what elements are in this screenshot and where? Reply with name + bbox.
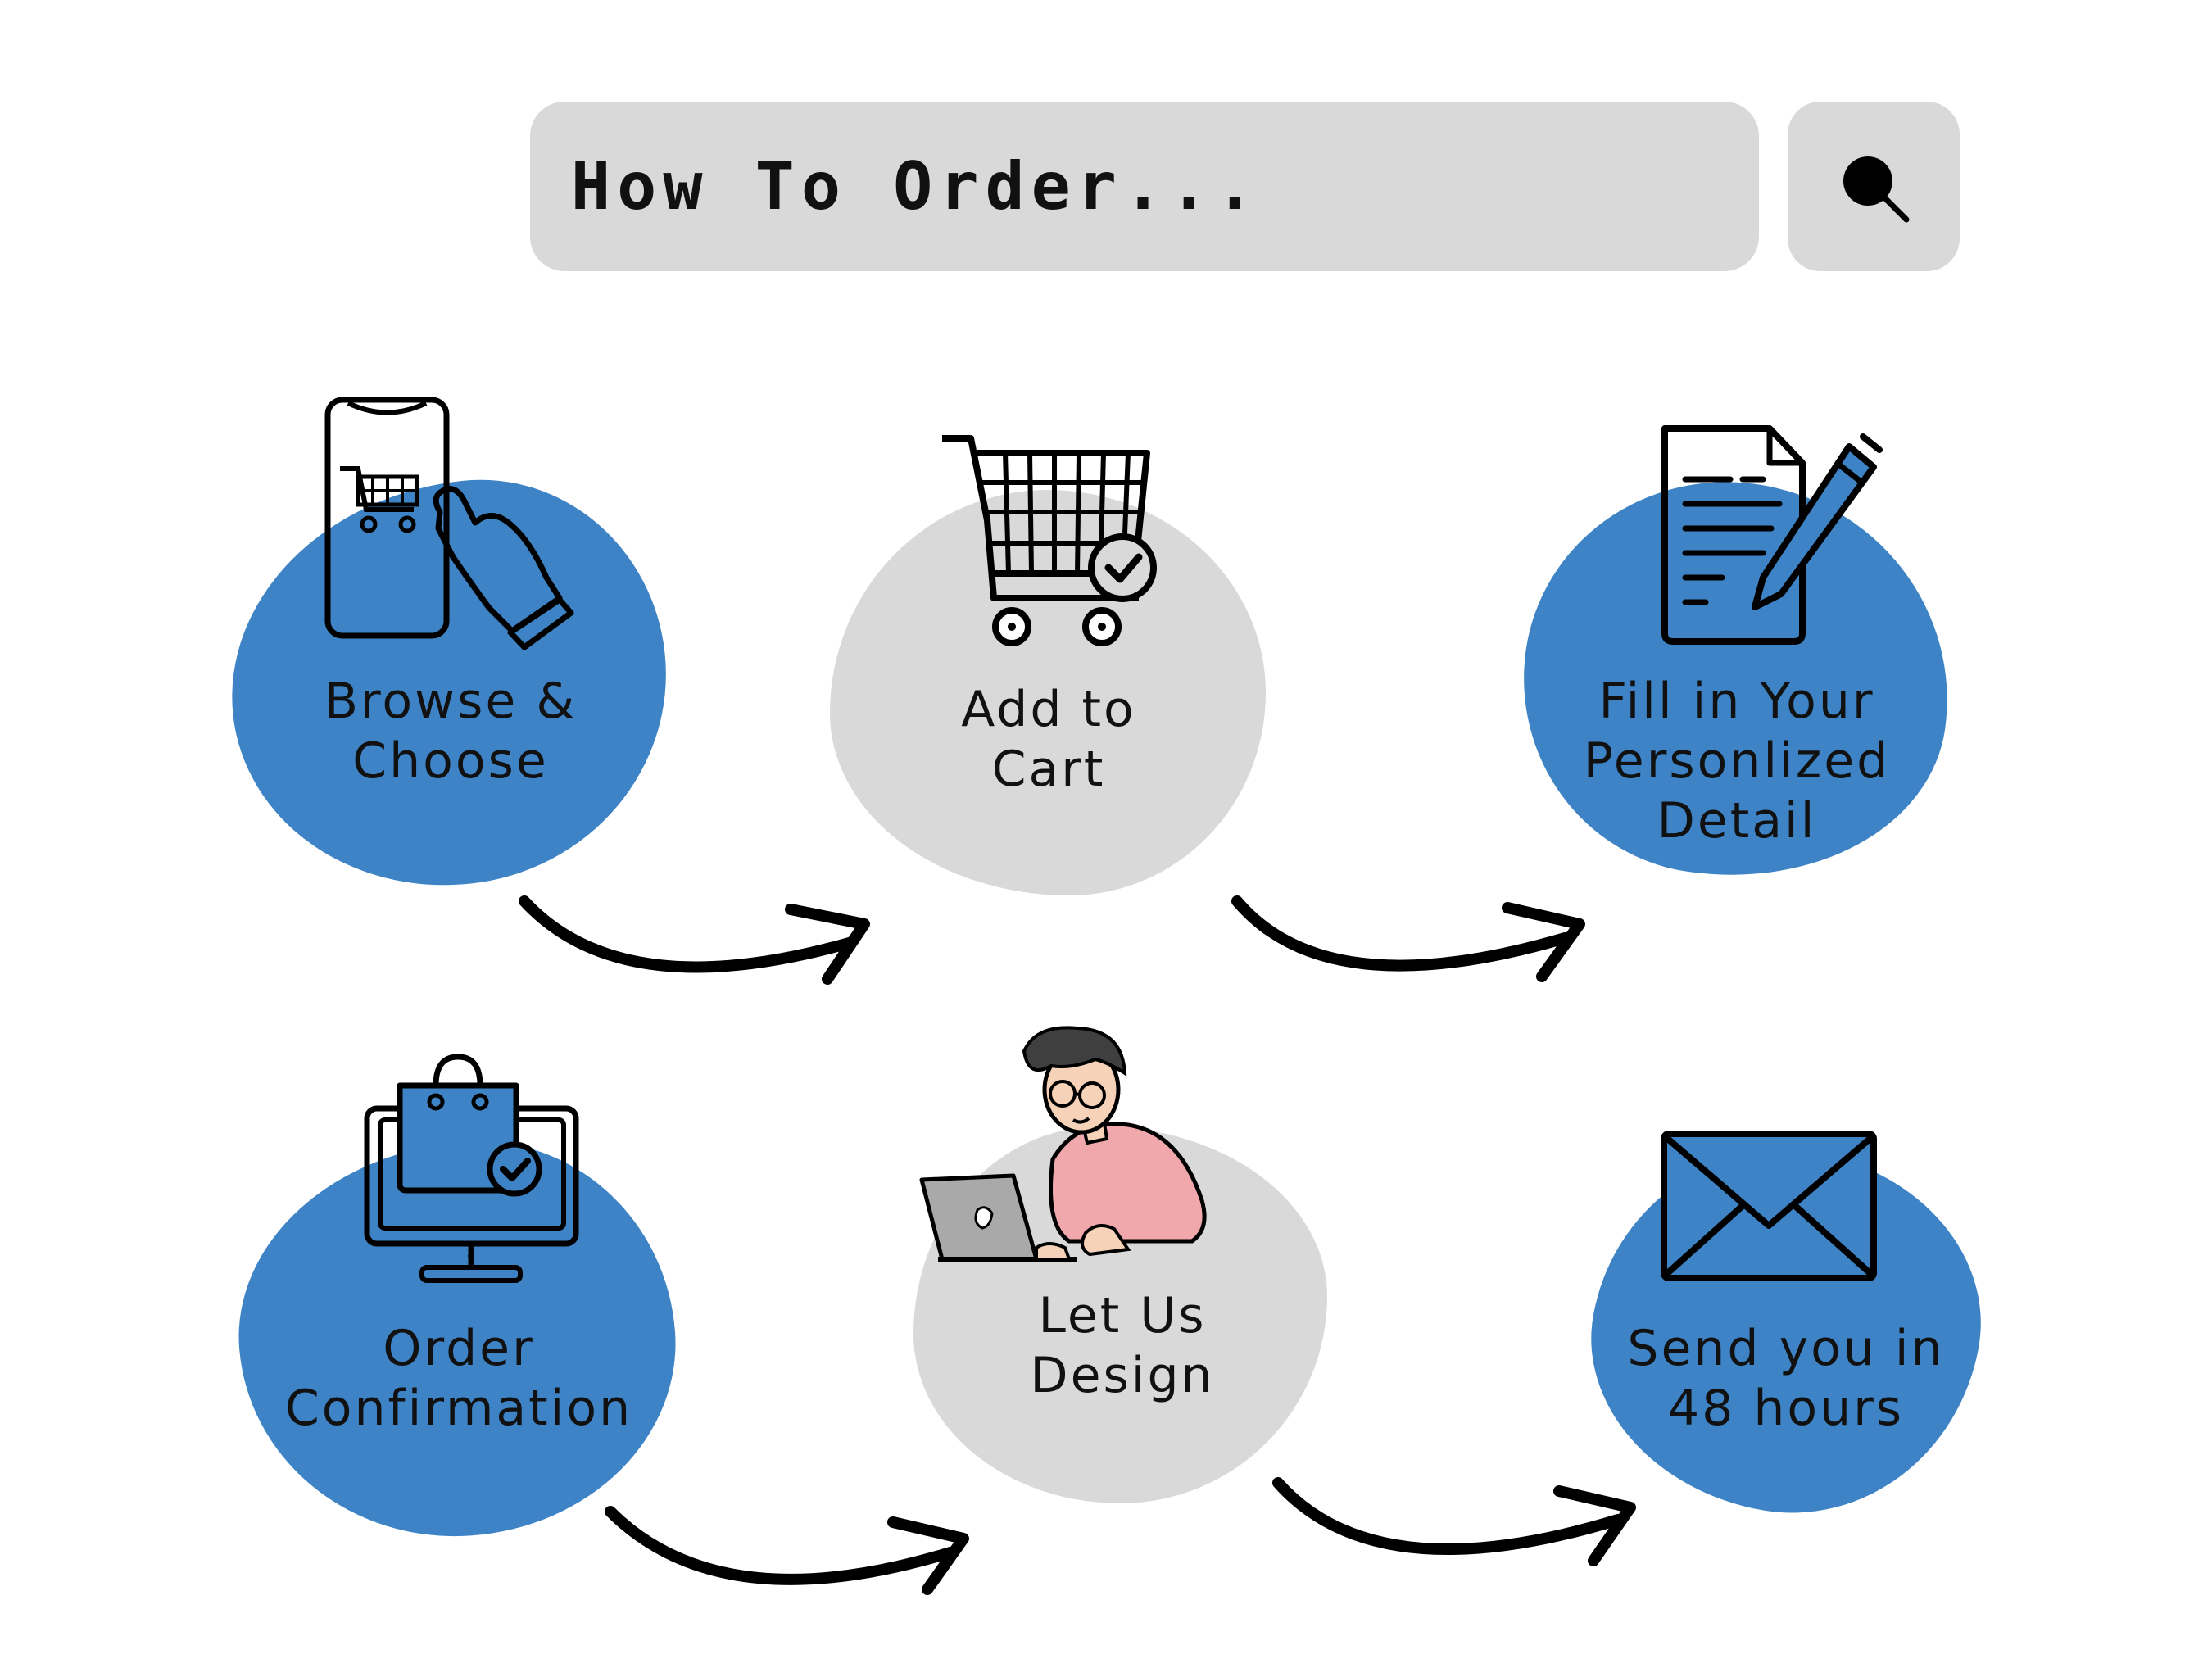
search-bar[interactable]: How To Order... bbox=[530, 102, 1759, 271]
step-label-cart: Add to Cart bbox=[961, 681, 1136, 799]
arrow-3 bbox=[605, 1506, 956, 1585]
designer-laptop-illustration bbox=[919, 1026, 1207, 1262]
step-label-delivery: Send you in 48 hours bbox=[1627, 1320, 1945, 1438]
step-label-confirmation: Order Confirmation bbox=[284, 1320, 633, 1438]
step-label-design: Let Us Design bbox=[1030, 1287, 1215, 1405]
arrow-2 bbox=[1231, 895, 1571, 972]
envelope-icon bbox=[1661, 1131, 1877, 1281]
search-query-text: How To Order... bbox=[571, 148, 1262, 224]
phone-cart-tap-icon bbox=[324, 397, 574, 650]
monitor-bag-check-icon bbox=[364, 1054, 579, 1283]
step-blob-cart bbox=[830, 490, 1266, 895]
shopping-cart-check-icon bbox=[942, 435, 1157, 646]
arrow-4 bbox=[1272, 1477, 1624, 1555]
document-pen-icon bbox=[1661, 425, 1883, 645]
search-button[interactable] bbox=[1788, 102, 1960, 271]
step-label-detail: Fill in Your Personlized Detail bbox=[1583, 673, 1891, 850]
step-label-browse: Browse & Choose bbox=[324, 673, 578, 791]
arrow-1 bbox=[519, 895, 858, 973]
search-icon bbox=[1843, 156, 1910, 222]
